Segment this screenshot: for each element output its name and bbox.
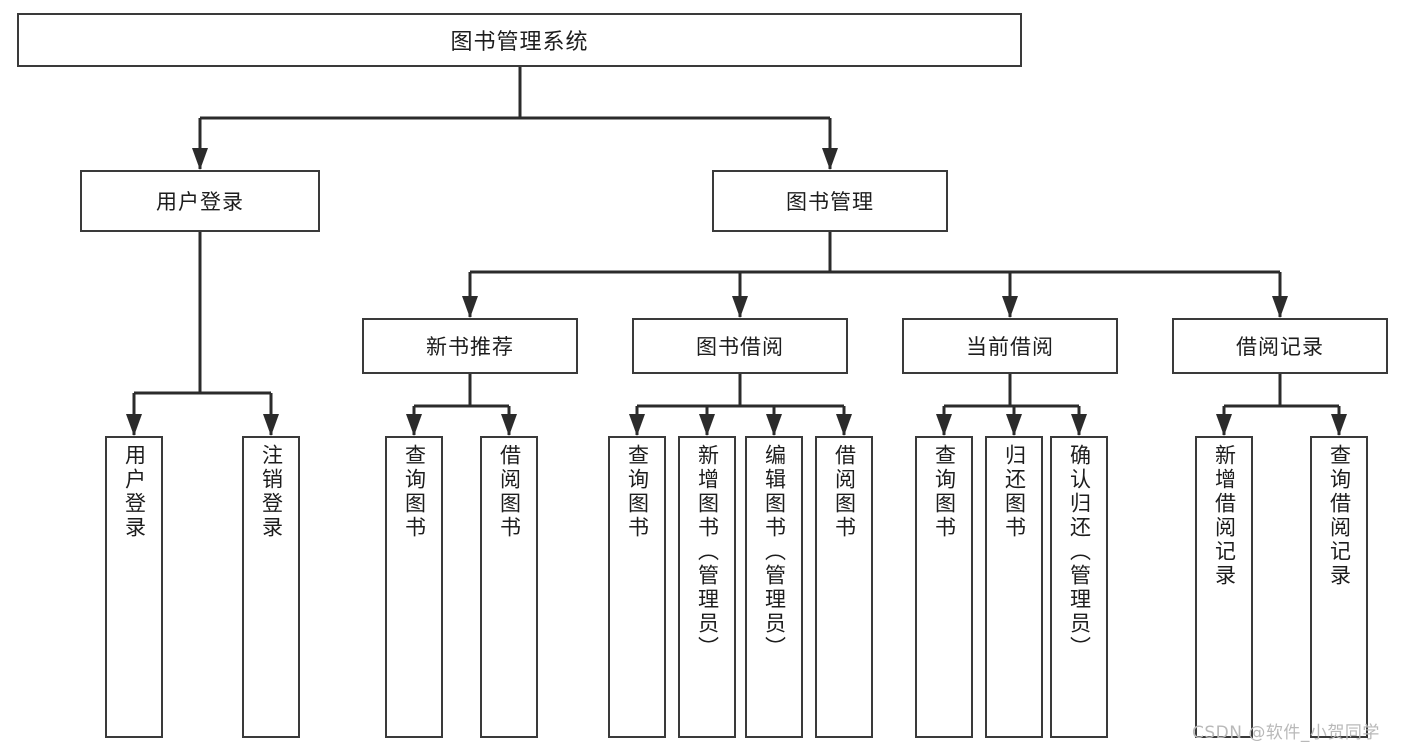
borrow-record-to-leaves-arrow-1 [1331, 414, 1347, 436]
current-borrow-to-leaves-arrow-0 [936, 414, 952, 436]
root-to-level2-arrow-0 [192, 148, 208, 170]
node-leaf-add-record[interactable]: 新增借阅记录 [1195, 436, 1253, 738]
node-leaf-borrow-book-2-label: 借阅图书 [832, 444, 857, 540]
node-current-borrow-label: 当前借阅 [966, 335, 1054, 359]
node-leaf-confirm-return-label: 确认归还（管理员） [1067, 444, 1092, 660]
node-leaf-query-book-1-label: 查询图书 [402, 444, 427, 540]
book-manage-to-level3-arrow-2 [1002, 296, 1018, 318]
node-borrow-record-label: 借阅记录 [1236, 335, 1324, 359]
node-current-borrow[interactable]: 当前借阅 [902, 318, 1118, 374]
node-leaf-query-book-1[interactable]: 查询图书 [385, 436, 443, 738]
user-login-to-leaves-arrow-0 [126, 414, 142, 436]
current-borrow-to-leaves-arrow-2 [1071, 414, 1087, 436]
node-book-borrow[interactable]: 图书借阅 [632, 318, 848, 374]
book-borrow-to-leaves-arrow-3 [836, 414, 852, 436]
new-book-rec-to-leaves-arrow-1 [501, 414, 517, 436]
book-borrow-to-leaves-arrow-0 [629, 414, 645, 436]
node-leaf-query-record-label: 查询借阅记录 [1327, 444, 1352, 588]
node-book-borrow-label: 图书借阅 [696, 335, 784, 359]
node-leaf-user-login[interactable]: 用户登录 [105, 436, 163, 738]
user-login-to-leaves-arrow-1 [263, 414, 279, 436]
current-borrow-to-leaves-arrow-1 [1006, 414, 1022, 436]
node-leaf-add-book[interactable]: 新增图书（管理员） [678, 436, 736, 738]
node-leaf-query-book-2-label: 查询图书 [625, 444, 650, 540]
book-manage-to-level3-arrow-0 [462, 296, 478, 318]
node-leaf-borrow-book-1-label: 借阅图书 [497, 444, 522, 540]
book-borrow-to-leaves-arrow-1 [699, 414, 715, 436]
node-leaf-query-book-3[interactable]: 查询图书 [915, 436, 973, 738]
borrow-record-to-leaves-arrow-0 [1216, 414, 1232, 436]
root-to-level2-arrow-1 [822, 148, 838, 170]
node-borrow-record[interactable]: 借阅记录 [1172, 318, 1388, 374]
node-leaf-borrow-book-2[interactable]: 借阅图书 [815, 436, 873, 738]
book-borrow-to-leaves-arrow-2 [766, 414, 782, 436]
node-leaf-query-book-3-label: 查询图书 [932, 444, 957, 540]
node-user-login-label: 用户登录 [156, 190, 244, 214]
node-leaf-return-book-label: 归还图书 [1002, 444, 1027, 540]
node-leaf-query-record[interactable]: 查询借阅记录 [1310, 436, 1368, 738]
node-new-book-rec[interactable]: 新书推荐 [362, 318, 578, 374]
node-leaf-add-book-label: 新增图书（管理员） [695, 444, 720, 660]
node-leaf-query-book-2[interactable]: 查询图书 [608, 436, 666, 738]
node-leaf-user-login-label: 用户登录 [122, 444, 147, 540]
node-leaf-edit-book-label: 编辑图书（管理员） [762, 444, 787, 660]
node-root-system-label: 图书管理系统 [450, 30, 589, 55]
node-leaf-logout-login[interactable]: 注销登录 [242, 436, 300, 738]
book-manage-to-level3-arrow-3 [1272, 296, 1288, 318]
node-book-manage[interactable]: 图书管理 [712, 170, 948, 232]
node-root-system[interactable]: 图书管理系统 [17, 13, 1022, 67]
new-book-rec-to-leaves-arrow-0 [406, 414, 422, 436]
node-leaf-borrow-book-1[interactable]: 借阅图书 [480, 436, 538, 738]
node-user-login[interactable]: 用户登录 [80, 170, 320, 232]
node-new-book-rec-label: 新书推荐 [426, 335, 514, 359]
node-leaf-edit-book[interactable]: 编辑图书（管理员） [745, 436, 803, 738]
node-book-manage-label: 图书管理 [786, 190, 874, 214]
node-leaf-confirm-return[interactable]: 确认归还（管理员） [1050, 436, 1108, 738]
node-leaf-logout-login-label: 注销登录 [259, 444, 284, 540]
node-leaf-add-record-label: 新增借阅记录 [1212, 444, 1237, 588]
book-manage-to-level3-arrow-1 [732, 296, 748, 318]
node-leaf-return-book[interactable]: 归还图书 [985, 436, 1043, 738]
